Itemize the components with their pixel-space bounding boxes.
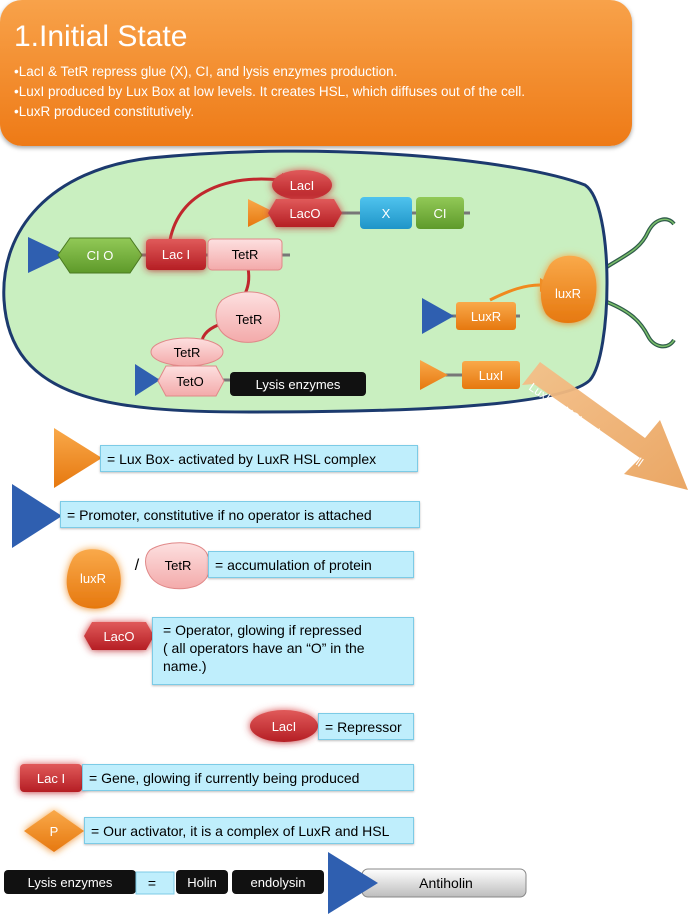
luxi-arrow-label: LuxI → HSL→ leaves cell xyxy=(526,380,645,470)
legend-antiholin: Antiholin xyxy=(419,875,473,891)
holin-gene xyxy=(176,870,228,894)
cio-operator xyxy=(57,237,143,274)
endolysin-gene xyxy=(232,870,324,894)
laci-repressor xyxy=(272,170,332,200)
legend-luxbox: = Lux Box- activated by LuxR HSL complex xyxy=(100,445,418,472)
legend-gene: = Gene, glowing if currently being produ… xyxy=(82,764,414,791)
legend-holin: Holin xyxy=(187,875,217,890)
title-bullet-3: •LuxR produced constitutively. xyxy=(14,104,195,119)
lux-box-icon xyxy=(54,428,102,488)
legend-lysis-chip: Lysis enzymes xyxy=(28,875,113,890)
lux-box-icon xyxy=(420,360,448,390)
luxr-expression-arrow xyxy=(489,283,541,302)
ci-gene xyxy=(416,197,464,229)
title-box: 1.Initial State •LacI & TetR repress glu… xyxy=(0,0,632,146)
laci-gene-label: Lac I xyxy=(162,247,190,262)
legend-activator-chip: P xyxy=(50,824,59,839)
legend-slash: / xyxy=(135,557,140,574)
promoter-icon xyxy=(328,852,378,914)
legend-repressor-chip: LacI xyxy=(272,719,297,734)
operator-icon xyxy=(84,622,154,650)
luxr-gene xyxy=(456,302,516,330)
legend-equals: = xyxy=(148,875,156,891)
luxr-protein xyxy=(540,255,597,323)
gene-icon xyxy=(20,764,82,792)
legend-repressor: = Repressor xyxy=(318,713,414,740)
lux-box-icon xyxy=(248,199,276,227)
legend-activator: = Our activator, it is a complex of LuxR… xyxy=(84,817,414,844)
legend-operator-line1: = Operator, glowing if repressed xyxy=(163,622,362,638)
tetr-protein xyxy=(215,291,280,343)
legend-gene-text: = Gene, glowing if currently being produ… xyxy=(89,769,360,786)
laci-gene xyxy=(146,239,206,270)
laci-expression-arrow xyxy=(168,177,281,241)
legend-promoter: = Promoter, constitutive if no operator … xyxy=(60,501,420,528)
ci-label: CI xyxy=(434,206,447,221)
legend-operator-chip: LacO xyxy=(103,629,134,644)
legend-activator-text: = Our activator, it is a complex of LuxR… xyxy=(91,822,390,839)
luxr-protein-label: luxR xyxy=(555,286,581,301)
title-bullet-1: •LacI & TetR repress glue (X), CI, and l… xyxy=(14,64,398,79)
laco-operator xyxy=(268,199,342,227)
luxi-gene-label: LuxI xyxy=(479,368,504,383)
lysis-enzymes-gene xyxy=(230,372,366,396)
promoter-icon xyxy=(12,484,62,548)
title-bullets: •LacI & TetR repress glue (X), CI, and l… xyxy=(14,62,525,122)
lysis-label: Lysis enzymes xyxy=(256,377,341,392)
legend-protein-text: = accumulation of protein xyxy=(215,556,372,573)
promoter-icon xyxy=(422,298,454,334)
equals-box xyxy=(135,871,175,895)
legend-operator-line3: name.) xyxy=(163,658,207,674)
legend-endolysin: endolysin xyxy=(251,875,306,890)
title-heading: 1.Initial State xyxy=(14,20,188,53)
x-label: X xyxy=(382,206,391,221)
tetr-bound-label: TetR xyxy=(174,345,201,360)
teto-label: TetO xyxy=(176,374,203,389)
laco-label: LacO xyxy=(289,206,320,221)
luxi-hsl-arrow xyxy=(522,362,688,490)
activator-icon xyxy=(24,810,84,852)
promoter-icon xyxy=(135,364,160,396)
teto-operator xyxy=(157,365,225,397)
tetr-protein-icon xyxy=(145,542,211,590)
luxi-gene xyxy=(462,361,520,389)
cio-label: CI O xyxy=(87,248,114,263)
legend-promoter-text: = Promoter, constitutive if no operator … xyxy=(67,506,372,523)
legend-protein: = accumulation of protein xyxy=(208,551,414,578)
legend-operator-line2: ( all operators have an “O” in the xyxy=(163,640,365,656)
title-bullet-2: •LuxI produced by Lux Box at low levels.… xyxy=(14,84,525,99)
luxr-protein-icon xyxy=(66,549,121,609)
legend-luxbox-text: = Lux Box- activated by LuxR HSL complex xyxy=(107,450,377,467)
lysis-enzymes-chip xyxy=(4,870,136,894)
luxr-gene-label: LuxR xyxy=(471,309,501,324)
repressor-icon xyxy=(250,710,318,742)
tetr-gene-label: TetR xyxy=(232,247,259,262)
legend-tetr-label: TetR xyxy=(165,558,192,573)
tetr-gene xyxy=(207,238,283,271)
legend-operator: = Operator, glowing if repressed ( all o… xyxy=(152,617,414,685)
legend-luxr-label: luxR xyxy=(80,571,106,586)
promoter-icon xyxy=(28,237,66,273)
x-gene xyxy=(360,197,412,229)
legend-repressor-text: = Repressor xyxy=(325,718,402,735)
legend-gene-chip: Lac I xyxy=(37,771,65,786)
tetr-protein-label: TetR xyxy=(236,312,263,327)
laci-repressor-label: LacI xyxy=(290,178,315,193)
